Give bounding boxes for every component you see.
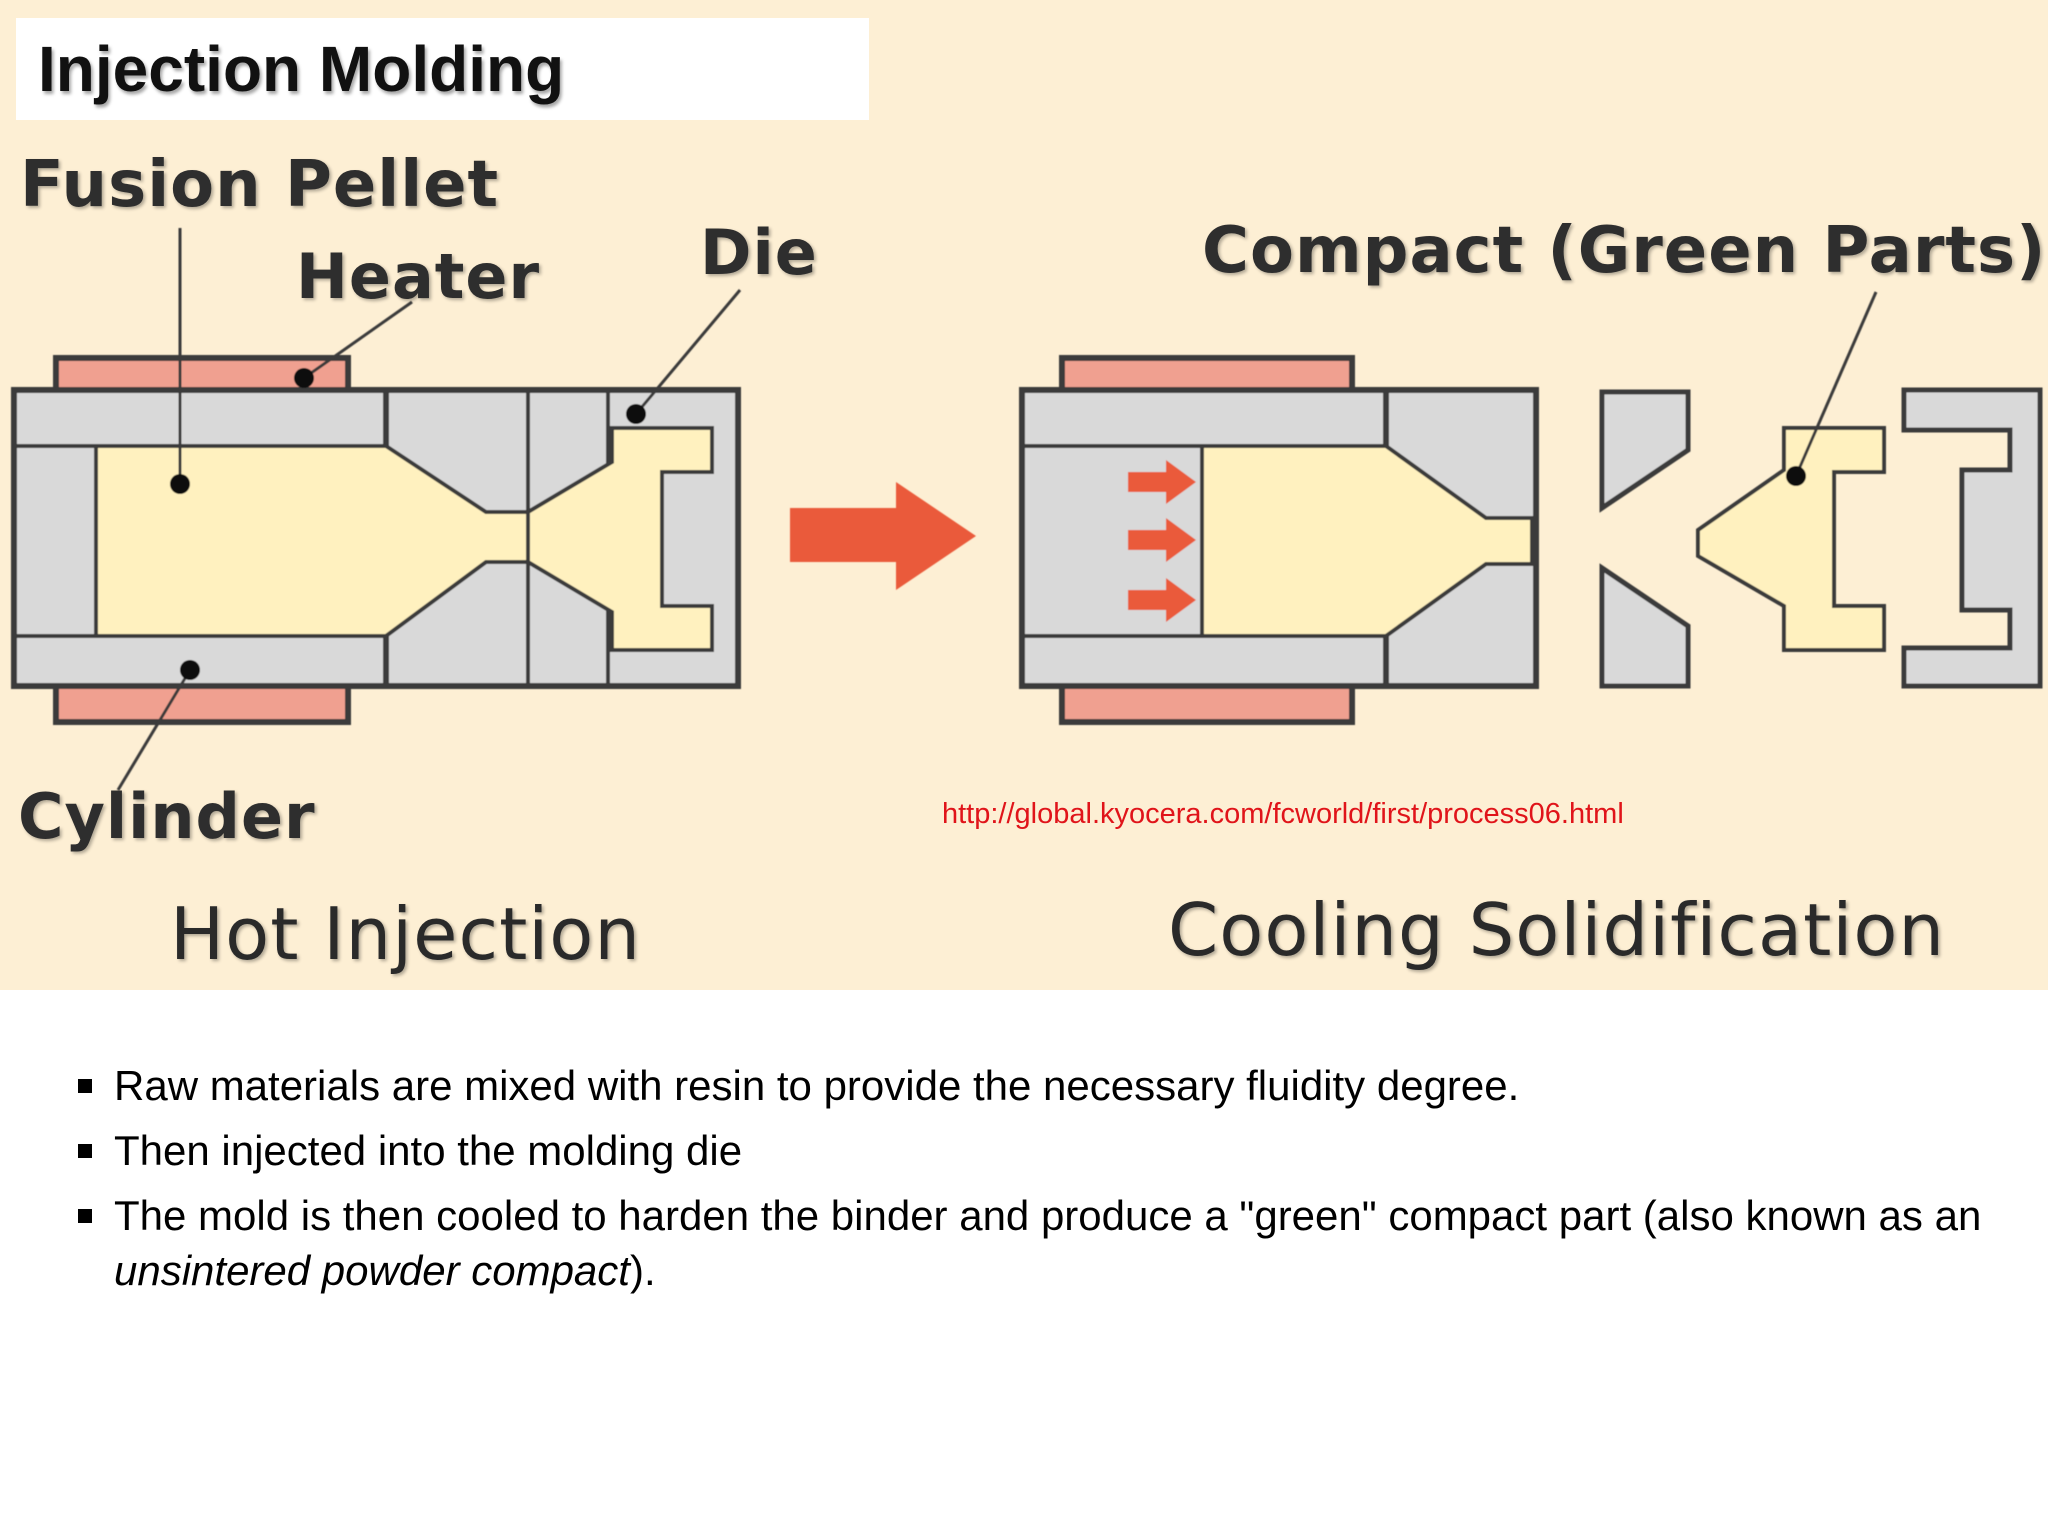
push-arrow-3 xyxy=(1128,578,1196,622)
process-arrow xyxy=(790,482,976,590)
leader-cylinder xyxy=(116,669,192,791)
open-die-left-top xyxy=(1599,389,1691,513)
dot-fusion-pellet xyxy=(170,474,190,494)
push-arrow-1 xyxy=(1128,460,1196,504)
label-hot-injection: Hot Injection xyxy=(170,892,641,976)
mold-cavity-part xyxy=(526,426,714,652)
bullet-text-italic: unsintered powder compact xyxy=(114,1247,630,1294)
leader-heater xyxy=(303,300,413,380)
source-link[interactable]: http://global.kyocera.com/fcworld/first/… xyxy=(942,798,1624,830)
bullet-text-after: ). xyxy=(629,1247,656,1294)
page-title: Injection Molding xyxy=(38,33,565,105)
label-heater: Heater xyxy=(296,240,541,313)
dot-die xyxy=(626,404,646,424)
cooled-material xyxy=(1200,444,1534,638)
bullet-text-before: The mold is then cooled to harden the bi… xyxy=(114,1192,1982,1239)
label-die: Die xyxy=(700,216,818,289)
label-cooling-solidification: Cooling Solidification xyxy=(1168,888,1946,972)
process-diagram: Injection Molding Fusion Pellet Heater D… xyxy=(0,0,2048,990)
bullet-list: Raw materials are mixed with resin to pr… xyxy=(76,1058,1996,1308)
dot-compact xyxy=(1786,466,1806,486)
hot-injection-machine xyxy=(11,228,742,791)
bullet-text: Raw materials are mixed with resin to pr… xyxy=(114,1062,1520,1109)
bullet-item: The mold is then cooled to harden the bi… xyxy=(76,1188,1996,1298)
leader-die xyxy=(634,289,742,415)
cooling-machine xyxy=(1019,291,2043,725)
label-fusion-pellet: Fusion Pellet xyxy=(20,148,500,222)
green-part xyxy=(1696,426,1886,652)
bullet-square-icon xyxy=(78,1209,92,1223)
label-cylinder: Cylinder xyxy=(18,780,316,853)
dot-heater xyxy=(294,368,314,388)
title-box: Injection Molding xyxy=(16,18,869,120)
open-die-right xyxy=(1901,387,2043,689)
open-die-left-bottom xyxy=(1599,563,1691,689)
injection-molding-illustration xyxy=(11,228,2043,791)
bullet-square-icon xyxy=(78,1144,92,1158)
bullet-item: Raw materials are mixed with resin to pr… xyxy=(76,1058,1996,1113)
push-arrow-2 xyxy=(1128,518,1196,562)
bullet-square-icon xyxy=(78,1079,92,1093)
bullet-item: Then injected into the molding die xyxy=(76,1123,1996,1178)
cooling-heater-band-top xyxy=(1059,355,1355,395)
bullet-text: Then injected into the molding die xyxy=(114,1127,743,1174)
label-compact: Compact (Green Parts) xyxy=(1202,214,2047,288)
dot-cylinder xyxy=(180,660,200,680)
leader-compact xyxy=(1794,291,1878,477)
